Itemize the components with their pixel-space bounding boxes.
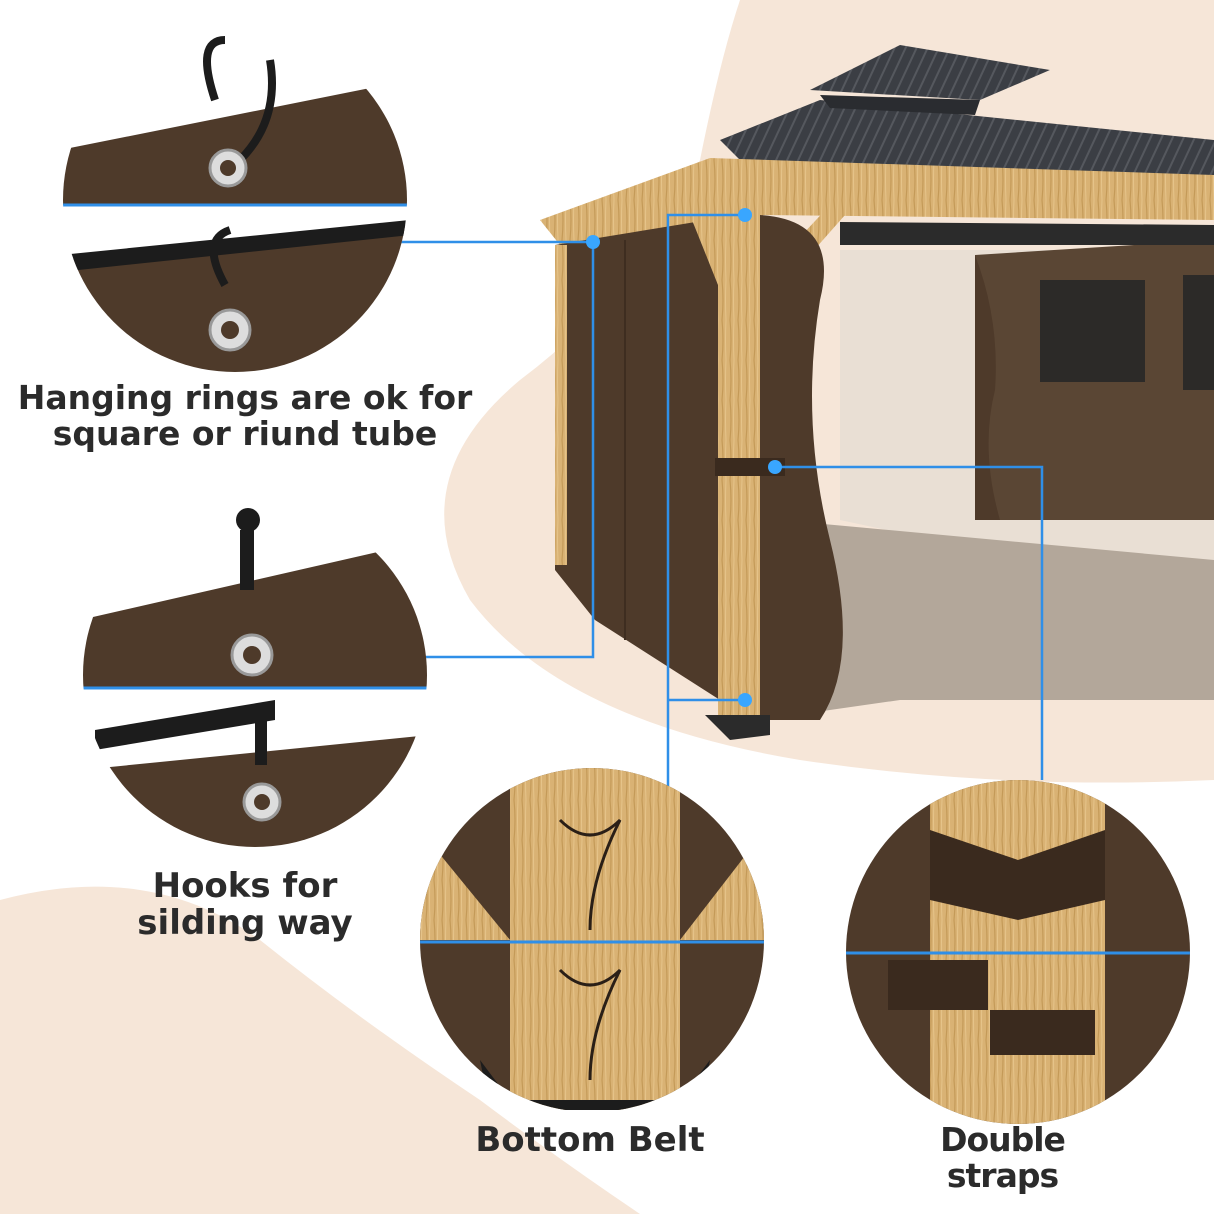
label-double-straps: Double straps: [940, 1120, 1066, 1195]
detail-circle-bottom-belt: [420, 768, 764, 1110]
label-bottom-belt: Bottom Belt: [475, 1120, 705, 1160]
detail-circle-double-straps: [846, 780, 1190, 1124]
callout-dots: [586, 208, 782, 707]
callout-dot: [738, 208, 752, 222]
callout-lines: [400, 213, 1044, 935]
callout-dot: [768, 460, 782, 474]
background-blob-bottom: [0, 886, 640, 1214]
gazebo: [540, 45, 1214, 740]
callout-dot: [586, 235, 600, 249]
label-hooks: Hooks for silding way: [137, 866, 353, 943]
detail-circle-hooks: [83, 503, 427, 847]
detail-circle-hanging-rings: [63, 28, 407, 372]
label-hanging-rings: Hanging rings are ok for square or riund…: [17, 378, 473, 453]
callout-dot: [738, 693, 752, 707]
